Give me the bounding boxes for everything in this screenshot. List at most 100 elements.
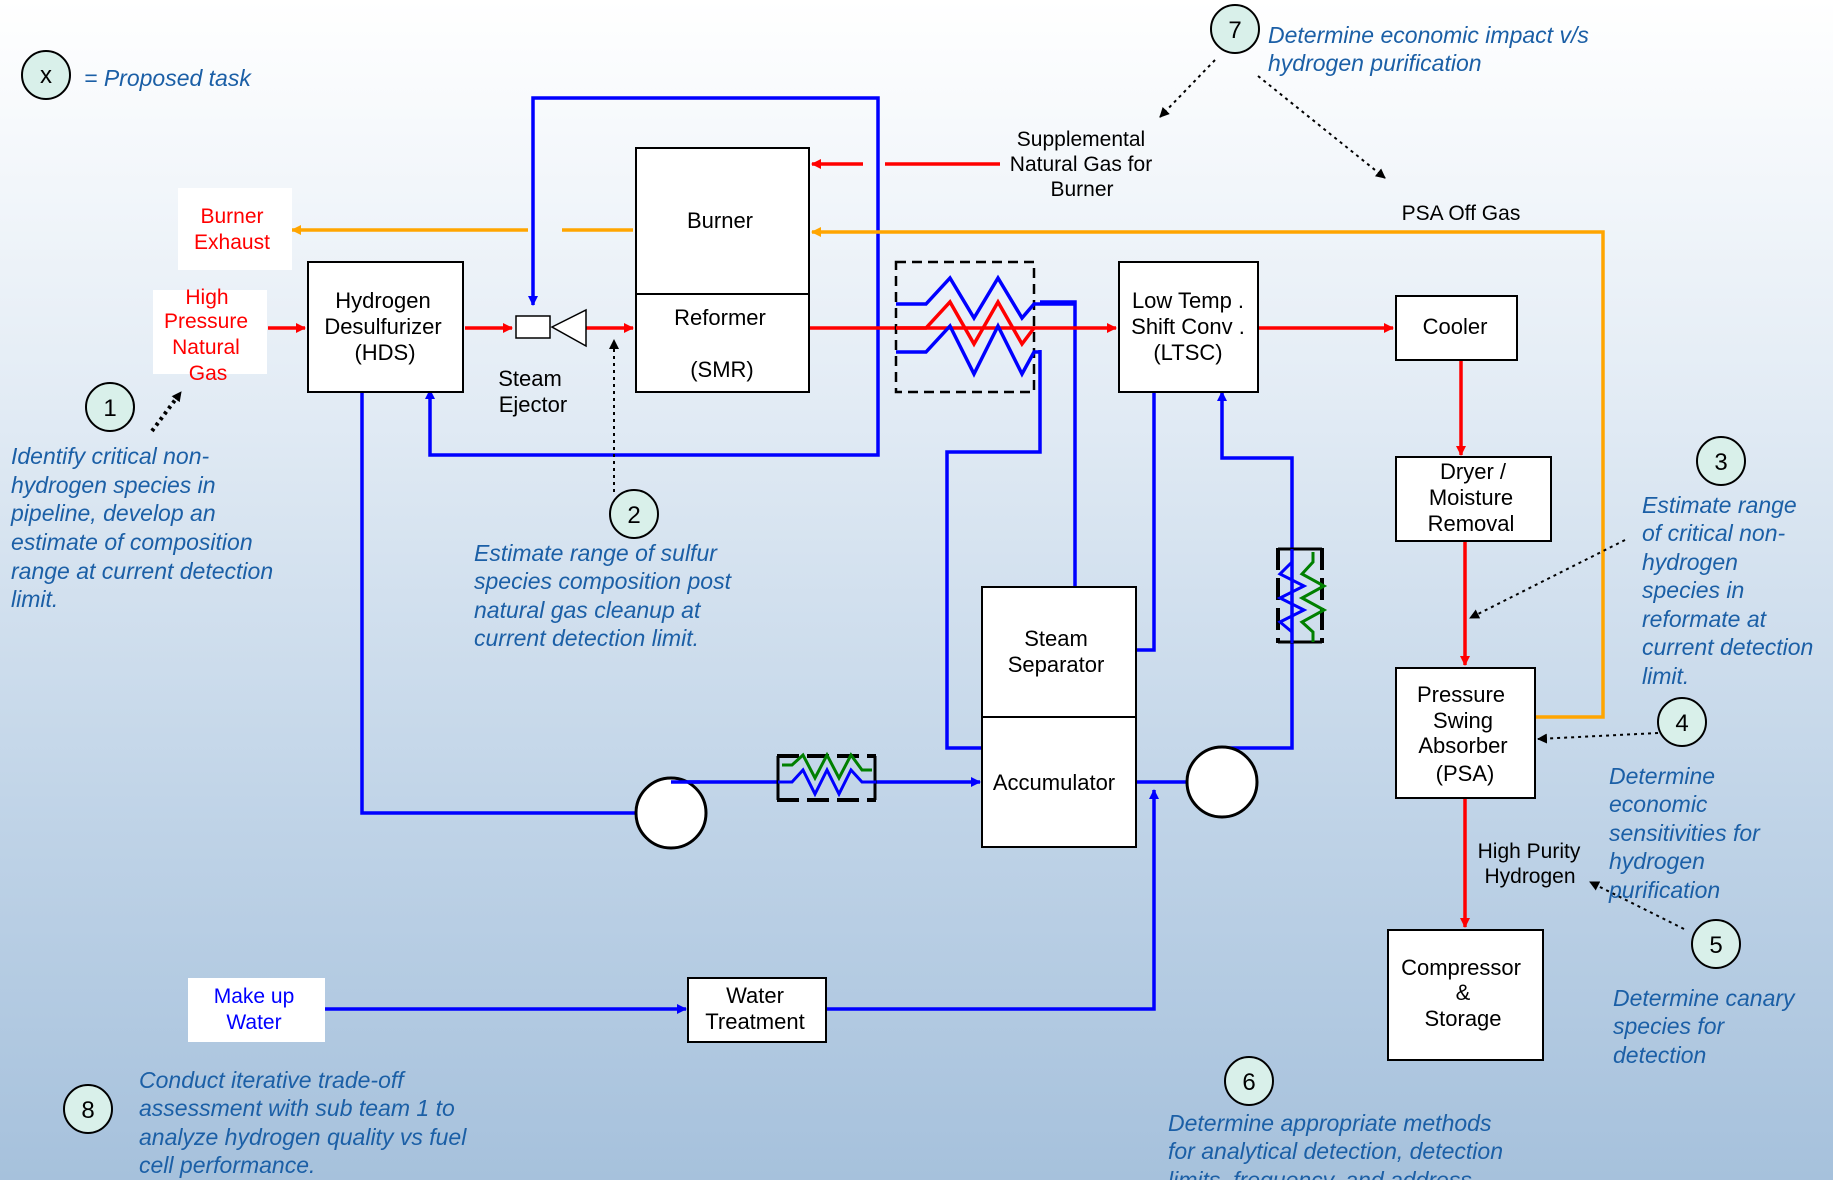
- psa-label-3: Absorber: [1418, 733, 1507, 758]
- legend-symbol: x: [40, 62, 52, 89]
- compressor-label-3: Storage: [1424, 1006, 1501, 1031]
- task-3-line: current detection: [1642, 634, 1813, 660]
- task-1-line: hydrogen species in: [11, 472, 216, 498]
- task-6-number: 6: [1242, 1069, 1255, 1096]
- heat-exchanger-feed: [776, 751, 877, 802]
- task-8-text: Conduct iterative trade-off assessment w…: [139, 1067, 473, 1178]
- task-8: 8: [63, 1084, 113, 1134]
- task-3-line: species in: [1642, 577, 1744, 603]
- task-7-number: 7: [1228, 17, 1241, 44]
- task-7-circle: [1210, 4, 1260, 54]
- task-6-text: Determine appropriate methods for analyt…: [1168, 1110, 1509, 1180]
- makeup-water-bg: [188, 978, 325, 1042]
- task-5-number: 5: [1709, 932, 1722, 959]
- reformer-box: [635, 293, 810, 393]
- hx-ltsc-coil-green: [1298, 552, 1328, 642]
- dryer-box: [1395, 456, 1552, 542]
- legend: x = Proposed task: [21, 50, 252, 100]
- supplemental-gas-label-1: Supplemental: [1017, 128, 1145, 151]
- task-4: 4: [1657, 697, 1707, 747]
- task-1-line: range at current detection: [11, 558, 273, 584]
- compressor-box: [1387, 929, 1544, 1061]
- hx-to-separator-line: [1040, 300, 1077, 586]
- task-7-text: Determine economic impact v/s hydrogen p…: [1268, 22, 1595, 76]
- water-treatment-box: [687, 977, 827, 1043]
- pumps: [634, 745, 1259, 850]
- task-2-line: natural gas cleanup at: [474, 597, 702, 623]
- task-pointers: [150, 59, 1685, 930]
- heat-exchanger-main: [894, 260, 1075, 394]
- dryer-label-2: Moisture: [1429, 485, 1513, 510]
- task-4-pointer: [1537, 732, 1659, 744]
- hds-label-3: (HDS): [354, 340, 415, 365]
- ltsc-box: [1118, 261, 1259, 393]
- task-5-text: Determine canary species for detection: [1613, 985, 1801, 1068]
- steam-ejector: [515, 308, 587, 348]
- water-treatment-label-1: Water: [726, 983, 784, 1008]
- makeup-water-label-1: Make up: [214, 985, 295, 1008]
- task-4-circle: [1657, 697, 1707, 747]
- steam-return-to-hds-line: [425, 389, 880, 457]
- task-7-pointer-a: [1159, 59, 1216, 118]
- hds-box: [307, 261, 464, 393]
- task-5-line: species for: [1613, 1013, 1726, 1039]
- burner-exhaust-label-2: Exhaust: [194, 231, 270, 254]
- legend-text: = Proposed task: [84, 65, 252, 91]
- task-3-line: limit.: [1642, 663, 1689, 689]
- legend-task-circle: [21, 50, 71, 100]
- task-7: 7: [1210, 4, 1260, 54]
- task-6-line: limits, frequency, and address: [1168, 1167, 1472, 1180]
- dryer-label-1: Dryer /: [1440, 459, 1507, 484]
- task-3-line: reformate at: [1642, 606, 1768, 632]
- task-6-circle: [1224, 1056, 1274, 1106]
- task-3-line: of critical non-: [1642, 520, 1786, 546]
- hp-gas-label-4: Gas: [189, 362, 228, 385]
- task-7-pointer-b: [1257, 75, 1386, 179]
- task-1-number: 1: [103, 395, 116, 422]
- offgas-lines: [291, 225, 1605, 719]
- task-8-number: 8: [81, 1097, 94, 1124]
- task-3-line: Estimate range: [1642, 492, 1797, 518]
- compressor-label-2: &: [1456, 980, 1471, 1005]
- task-1: 1: [85, 382, 135, 432]
- task-4-text: Determine economic sensitivities for hyd…: [1608, 763, 1766, 903]
- task-3-line: hydrogen: [1642, 549, 1738, 575]
- hx-main-coil-top: [896, 274, 1075, 322]
- task-4-line: sensitivities for: [1609, 820, 1761, 846]
- ltsc-label-3: (LTSC): [1153, 340, 1222, 365]
- supplemental-gas-label-3: Burner: [1050, 178, 1113, 201]
- task-3-text: Estimate range of critical non- hydrogen…: [1642, 492, 1820, 689]
- task-3-number: 3: [1714, 449, 1727, 476]
- task-3-pointer: [1469, 539, 1626, 619]
- task-8-circle: [63, 1084, 113, 1134]
- psa-offgas-line: [811, 227, 1605, 719]
- cooler-box: [1395, 295, 1518, 361]
- task-2-circle: [609, 489, 659, 539]
- dryer-label-3: Removal: [1428, 511, 1515, 536]
- task-1-line: estimate of composition: [11, 529, 253, 555]
- task-6-line: for analytical detection, detection: [1168, 1138, 1503, 1164]
- task-7-line: hydrogen purification: [1268, 50, 1482, 76]
- ejector-label-2: Ejector: [499, 392, 567, 417]
- hx-feed-coil-green: [782, 751, 872, 782]
- psa-offgas-label: PSA Off Gas: [1402, 202, 1521, 225]
- task-4-line: economic: [1609, 791, 1708, 817]
- hx-feed-coil-blue: [778, 766, 876, 798]
- task-2: 2: [609, 489, 659, 539]
- task-1-line: limit.: [11, 586, 58, 612]
- task-5: 5: [1691, 919, 1741, 969]
- hds-label-2: Desulfurizer: [324, 314, 441, 339]
- pump-to-ltsc-line: [1217, 391, 1294, 750]
- burner-box: [635, 147, 810, 295]
- water-treatment-label-2: Treatment: [705, 1009, 804, 1034]
- task-1-line: pipeline, develop an: [10, 500, 216, 526]
- equipment-labels: Burner Reformer (SMR) Hydrogen Desulfuri…: [324, 208, 1521, 1034]
- task-5-line: detection: [1613, 1042, 1706, 1068]
- hp-gas-bg: [153, 290, 267, 374]
- high-purity-label-1: High Purity: [1478, 840, 1581, 863]
- equipment-boxes: [307, 147, 1552, 1061]
- task-2-line: Estimate range of sulfur: [474, 540, 718, 566]
- ltsc-label-1: Low Temp .: [1132, 288, 1244, 313]
- pump-feed: [634, 776, 708, 850]
